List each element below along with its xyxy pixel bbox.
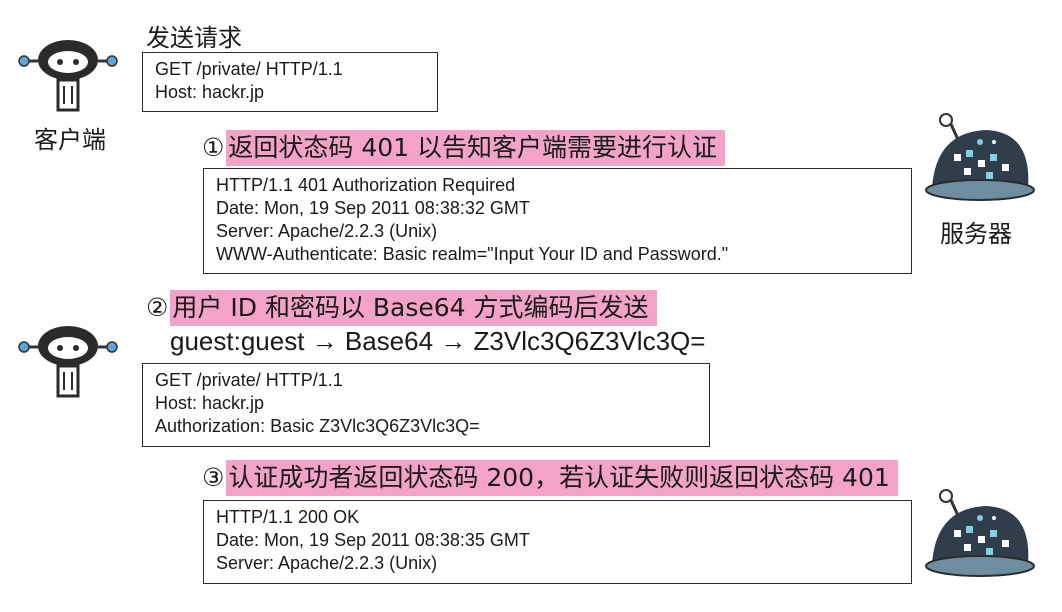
client-label: 客户端 [34,126,106,154]
response2-status-prefix: HTTP/1.1 [216,507,299,527]
response2-line: Server: Apache/2.2.3 (Unix) [216,553,438,573]
response2-line: Date: Mon, 19 Sep 2011 08:38:35 GMT [216,530,530,550]
request2-auth-line: Authorization: Basic Z3Vlc3Q6Z3Vlc3Q= [155,416,480,436]
step-3-text: 认证成功者返回状态码 200，若认证失败则返回状态码 401 [226,460,898,496]
response2-status-line: HTTP/1.1 200 OK [216,506,911,529]
client-robot-icon [18,326,118,398]
response2-status-code: 200 OK [298,507,360,527]
request-box-2: GET /private/ HTTP/1.1 Host: hackr.jp Au… [142,363,710,447]
server-icon [925,489,1035,577]
request2-line: GET /private/ HTTP/1.1 [155,370,343,390]
request2-line: Host: hackr.jp [155,393,265,413]
send-request-title: 发送请求 [146,24,242,52]
request1-line: Host: hackr.jp [155,82,265,102]
response1-status-code: 401 Authorization Required [298,175,516,195]
step-2-text: 用户 ID 和密码以 Base64 方式编码后发送 [170,290,657,326]
response1-auth-line: WWW-Authenticate: Basic realm="Input You… [216,244,729,264]
response1-line: Date: Mon, 19 Sep 2011 08:38:32 GMT [216,198,530,218]
client-robot-icon [18,40,118,112]
response1-status-prefix: HTTP/1.1 [216,175,299,195]
encoding-line: guest:guest → Base64 → Z3Vlc3Q6Z3Vlc3Q= [170,326,706,356]
response1-status-line: HTTP/1.1 401 Authorization Required [216,174,911,197]
server-icon [925,113,1035,201]
response-box-2: HTTP/1.1 200 OK Date: Mon, 19 Sep 2011 0… [203,500,912,584]
step-2-number: ② [146,293,169,322]
server-label: 服务器 [940,220,1012,248]
request1-line: GET /private/ HTTP/1.1 [155,59,343,79]
response1-line: Server: Apache/2.2.3 (Unix) [216,221,438,241]
response-box-1: HTTP/1.1 401 Authorization Required Date… [203,168,912,274]
step-1-text: 返回状态码 401 以告知客户端需要进行认证 [226,130,726,166]
request-box-1: GET /private/ HTTP/1.1 Host: hackr.jp [142,52,438,112]
step-3-number: ③ [202,463,225,492]
step-1-number: ① [202,133,225,162]
